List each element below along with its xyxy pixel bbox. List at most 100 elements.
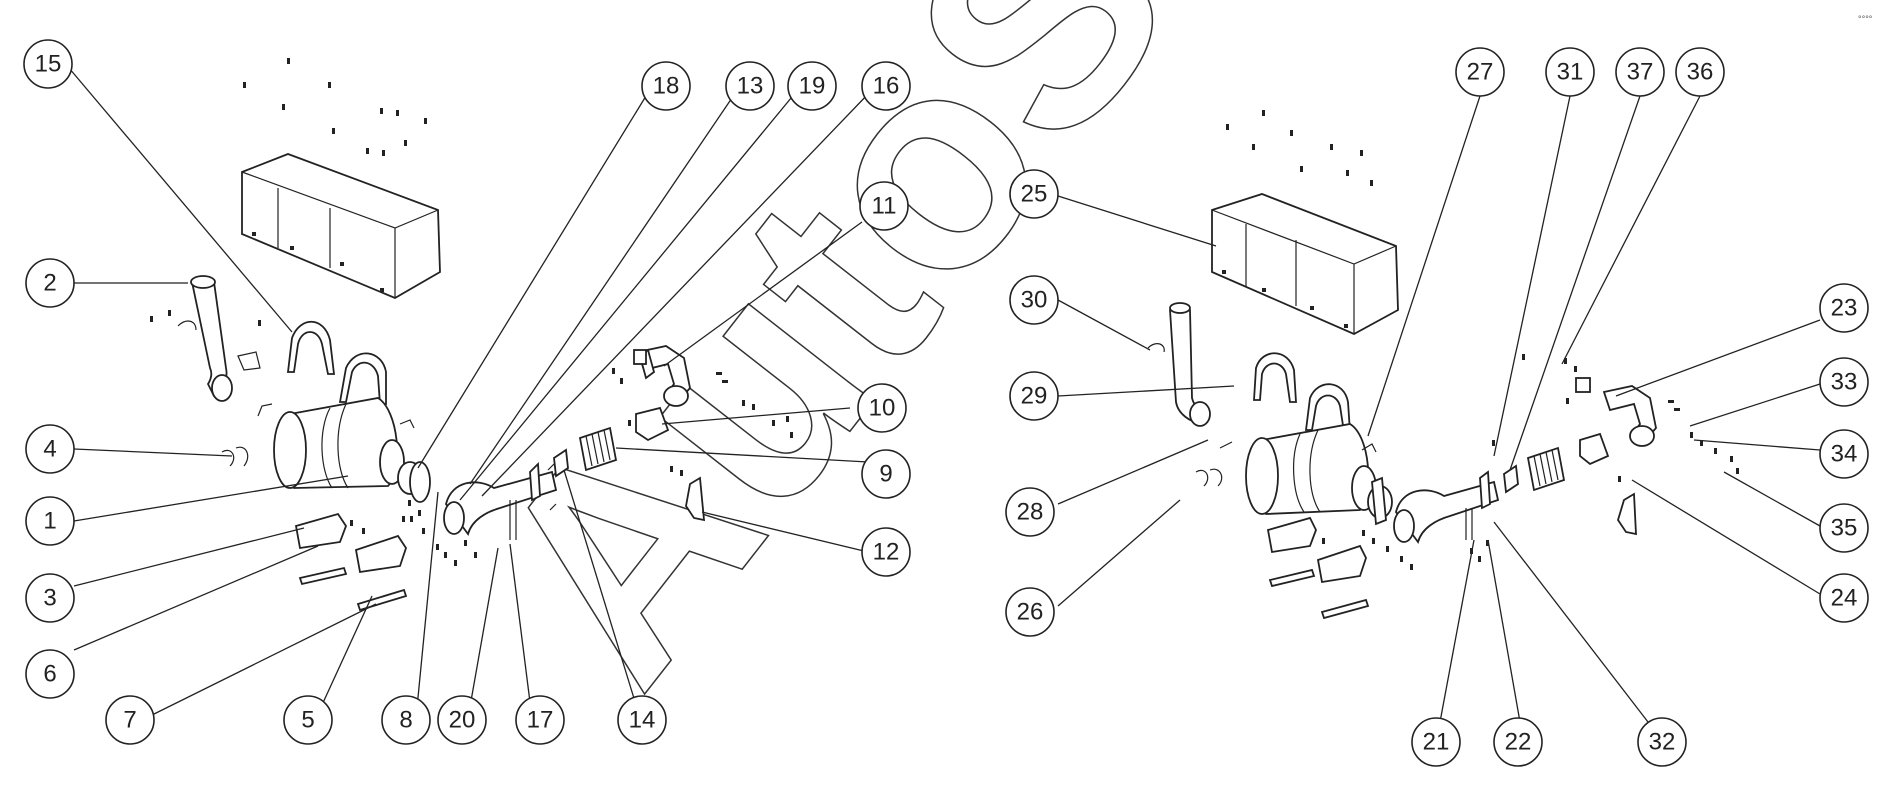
svg-text:6: 6	[43, 661, 56, 688]
svg-text:33: 33	[1831, 369, 1858, 396]
svg-text:25: 25	[1021, 181, 1048, 208]
callout-8[interactable]: 8	[381, 695, 431, 745]
callout-1[interactable]: 1	[25, 496, 75, 546]
callout-4[interactable]: 4	[25, 424, 75, 474]
svg-text:9: 9	[879, 461, 892, 488]
flange-8	[409, 461, 431, 503]
callout-11[interactable]: 11	[859, 181, 909, 231]
fasteners-mid-left	[350, 368, 793, 566]
fasteners-top-left	[150, 58, 427, 326]
elbow-11	[633, 345, 691, 407]
callout-14[interactable]: 14	[617, 695, 667, 745]
callouts: 15 2 4 1 3 6 7 5 8 20 17 14 18 13 19 16 …	[23, 39, 1869, 767]
callout-20[interactable]: 20	[437, 695, 487, 745]
svg-text:26: 26	[1017, 599, 1044, 626]
callout-34[interactable]: 34	[1819, 429, 1869, 479]
callout-37[interactable]: 37	[1615, 47, 1665, 97]
flange-right	[1371, 476, 1387, 526]
pad-strip-right-1	[1268, 568, 1316, 588]
svg-text:1: 1	[43, 508, 56, 535]
right-assembly	[1057, 95, 1821, 723]
callout-17[interactable]: 17	[515, 695, 565, 745]
clamp-left	[177, 320, 197, 331]
callout-28[interactable]: 28	[1005, 487, 1055, 537]
callout-16[interactable]: 16	[861, 61, 911, 111]
clamp-4	[221, 446, 249, 467]
callout-30[interactable]: 30	[1009, 275, 1059, 325]
callout-31[interactable]: 31	[1545, 47, 1595, 97]
callout-5[interactable]: 5	[283, 695, 333, 745]
svg-text:28: 28	[1017, 499, 1044, 526]
bracket-right-24	[1617, 492, 1637, 536]
svg-text:10: 10	[869, 395, 896, 422]
svg-text:20: 20	[449, 707, 476, 734]
strap-right-1	[1253, 352, 1297, 403]
clamp-right-28	[1195, 468, 1223, 487]
callout-9[interactable]: 9	[861, 449, 911, 499]
svg-text:17: 17	[527, 707, 554, 734]
svg-text:23: 23	[1831, 295, 1858, 322]
callout-21[interactable]: 21	[1411, 717, 1461, 767]
callout-22[interactable]: 22	[1493, 717, 1543, 767]
callout-13[interactable]: 13	[725, 61, 775, 111]
left-assembly	[68, 58, 871, 719]
callout-3[interactable]: 3	[25, 573, 75, 623]
elbow-right-small	[1579, 432, 1610, 466]
svg-text:12: 12	[873, 539, 900, 566]
elbow-right-large	[1575, 377, 1657, 447]
callout-25[interactable]: 25	[1009, 169, 1059, 219]
front-pipe-right	[1393, 470, 1500, 545]
corner-mark: °°°°	[1858, 14, 1873, 24]
callout-6[interactable]: 6	[25, 649, 75, 699]
bracket-3	[294, 512, 348, 550]
svg-text:36: 36	[1687, 59, 1714, 86]
callout-7[interactable]: 7	[105, 695, 155, 745]
bracket-6	[354, 534, 407, 574]
elbow-10	[635, 406, 670, 442]
svg-text:4: 4	[43, 436, 56, 463]
callout-27[interactable]: 27	[1455, 47, 1505, 97]
bracket-small	[237, 351, 261, 371]
callout-36[interactable]: 36	[1675, 47, 1725, 97]
svg-text:14: 14	[629, 707, 656, 734]
clamp-right	[1147, 343, 1165, 353]
callout-15[interactable]: 15	[23, 39, 73, 89]
heat-shield-box-right	[1211, 193, 1399, 336]
svg-text:29: 29	[1021, 383, 1048, 410]
svg-text:19: 19	[799, 73, 826, 100]
svg-text:22: 22	[1505, 729, 1532, 756]
bracket-right-2	[1316, 544, 1367, 584]
svg-text:31: 31	[1557, 59, 1584, 86]
leaders-right	[1057, 95, 1821, 723]
svg-text:21: 21	[1423, 729, 1450, 756]
svg-text:15: 15	[35, 51, 62, 78]
callout-32[interactable]: 32	[1637, 717, 1687, 767]
bracket-right-1	[1266, 516, 1317, 554]
bracket-12	[685, 476, 706, 522]
leaders-left	[68, 67, 871, 719]
strap-15	[286, 320, 336, 375]
callout-10[interactable]: 10	[857, 383, 907, 433]
muffler-right	[1219, 423, 1393, 519]
callout-2[interactable]: 2	[25, 258, 75, 308]
svg-text:11: 11	[872, 193, 897, 220]
watermark: AutoSoft	[425, 0, 1471, 740]
front-pipe	[443, 461, 558, 540]
pad-strip-7	[356, 588, 408, 612]
callout-18[interactable]: 18	[641, 61, 691, 111]
flex-hose-9	[578, 426, 618, 472]
flex-hose-right	[1526, 446, 1566, 492]
heat-shield-box	[241, 153, 441, 300]
callout-12[interactable]: 12	[861, 527, 911, 577]
callout-33[interactable]: 33	[1819, 357, 1869, 407]
svg-text:16: 16	[873, 73, 900, 100]
callout-24[interactable]: 24	[1819, 573, 1869, 623]
svg-text:7: 7	[123, 707, 136, 734]
callout-29[interactable]: 29	[1009, 371, 1059, 421]
callout-23[interactable]: 23	[1819, 283, 1869, 333]
callout-26[interactable]: 26	[1005, 587, 1055, 637]
callout-35[interactable]: 35	[1819, 503, 1869, 553]
callout-19[interactable]: 19	[787, 61, 837, 111]
watermark-text: AutoSoft	[426, 0, 1470, 739]
